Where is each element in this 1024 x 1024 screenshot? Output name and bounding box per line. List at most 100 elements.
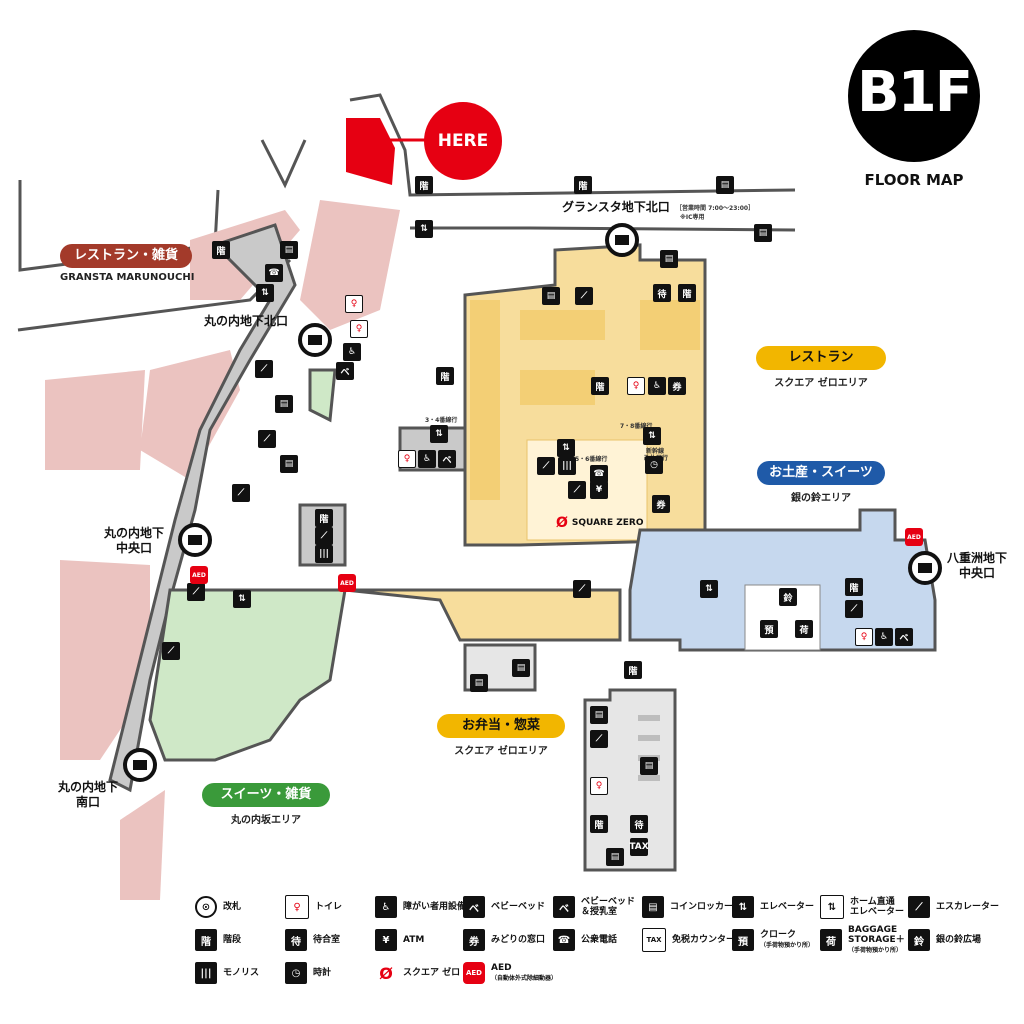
ticket-office-icon: 券: [652, 495, 670, 513]
area-sub-souvenir: 銀の鈴エリア: [791, 493, 851, 504]
baby-bed-icon: ベ: [463, 896, 485, 918]
legend-platform-elevator: ⇅ ホーム直通 エレベーター: [820, 895, 904, 919]
stairs-icon: 階: [678, 284, 696, 302]
yellow-shops: [470, 300, 700, 500]
legend-square-zero: Ø スクエア ゼロ: [375, 961, 460, 985]
stairs-icon: 階: [591, 377, 609, 395]
aed-icon: AED: [338, 574, 356, 592]
gate-label-yaesu-central-1: 八重洲地下: [947, 551, 1008, 565]
coin-locker-icon: ▤: [280, 455, 298, 473]
baby-nursing-icon: ベ: [553, 896, 575, 918]
toilet-icon: ♀: [285, 895, 309, 919]
legend-clock: ◷ 時計: [285, 961, 331, 985]
gate-label-marunouchi-north: 丸の内地下北口: [204, 314, 289, 328]
stairs-icon: 階: [436, 367, 454, 385]
toilet-icon: ♀: [398, 450, 416, 468]
elevator-icon: ⇅: [415, 220, 433, 238]
floor-map-title: FLOOR MAP: [864, 171, 964, 189]
legend-tax-free: TAX 免税カウンター: [642, 928, 735, 952]
baby-bed-icon: ベ: [336, 362, 354, 380]
monolith-icon: |||: [315, 545, 333, 563]
phone-icon: ☎: [265, 264, 283, 282]
legend-escalator: ⟋ エスカレーター: [908, 895, 999, 919]
coin-locker-icon: ▤: [606, 848, 624, 866]
elevator-icon: ⇅: [700, 580, 718, 598]
clock-icon: ◷: [645, 456, 663, 474]
escalator-icon: ⟋: [908, 896, 930, 918]
gate-label-marunouchi-south: 丸の内地下 南口: [58, 780, 118, 810]
legend-phone: ☎ 公衆電話: [553, 928, 617, 952]
tax-free-icon: TAX: [642, 928, 666, 952]
coin-locker-icon: ▤: [542, 287, 560, 305]
accessibility-icon: ♿: [648, 377, 666, 395]
platform-56-label: 5・6番線行: [575, 456, 608, 463]
coin-locker-icon: ▤: [275, 395, 293, 413]
toilet-icon: ♀: [345, 295, 363, 313]
area-sub-restaurant: スクエア ゼロエリア: [774, 378, 868, 389]
legend-ticket-office: 券 みどりの窓口: [463, 928, 545, 952]
escalator-icon: ⟋: [573, 580, 591, 598]
platform-elevator-icon: ⇅: [430, 425, 448, 443]
coin-locker-icon: ▤: [754, 224, 772, 242]
square-zero-label: Ø SQUARE ZERO: [556, 515, 644, 531]
escalator-icon: ⟋: [162, 642, 180, 660]
toilet-icon: ♀: [855, 628, 873, 646]
coin-locker-icon: ▤: [470, 674, 488, 692]
area-tag-restaurant-goods: レストラン・雑貨: [60, 244, 192, 268]
silver-bell-icon: 鈴: [908, 929, 930, 951]
area-tag-souvenir: お土産・スイーツ: [757, 461, 885, 485]
baggage-storage-icon: 荷: [795, 620, 813, 638]
phone-icon: ☎: [590, 465, 608, 483]
gate-label-yaesu-central: 八重洲地下 中央口: [947, 551, 1007, 581]
area-sub-bento: スクエア ゼロエリア: [454, 746, 548, 757]
escalator-icon: ⟋: [187, 583, 205, 601]
accessibility-icon: ♿: [375, 896, 397, 918]
atm-icon: ¥: [590, 481, 608, 499]
gate-label-marunouchi-south-1: 丸の内地下: [58, 780, 119, 794]
baggage-storage-icon: 荷: [820, 929, 842, 951]
accessibility-icon: ♿: [343, 343, 361, 361]
legend-cloak: 預 クローク （手荷物預かり所）: [732, 928, 814, 952]
granstar-hours: ［営業時間 7:00〜23:00］: [676, 205, 755, 212]
area-tag-bento: お弁当・惣菜: [437, 714, 565, 738]
area-sub-sweets-goods: 丸の内坂エリア: [231, 815, 301, 826]
stairs-icon: 階: [624, 661, 642, 679]
accessibility-icon: ♿: [875, 628, 893, 646]
escalator-icon: ⟋: [232, 484, 250, 502]
escalator-icon: ⟋: [845, 600, 863, 618]
green-area: [148, 368, 347, 762]
atm-icon: ¥: [375, 929, 397, 951]
area-sub-restaurant-goods: GRANSTA MARUNOUCHI: [60, 272, 195, 283]
gate-icon: ⊙: [195, 896, 217, 918]
toilet-icon: ♀: [350, 320, 368, 338]
granstar-ic-note: ※IC専用: [680, 214, 705, 221]
legend-aed: AED AED （自動体外式除細動器）: [463, 961, 557, 985]
square-zero-icon: Ø: [556, 515, 568, 531]
waiting-room-icon: 待: [285, 929, 307, 951]
cloak-icon: 預: [732, 929, 754, 951]
escalator-icon: ⟋: [575, 287, 593, 305]
legend-accessibility: ♿ 障がい者用設備: [375, 895, 466, 919]
current-location-block: [346, 118, 395, 185]
accessibility-icon: ♿: [418, 450, 436, 468]
floor-badge: B1F: [848, 30, 980, 162]
area-tag-restaurant: レストラン: [756, 346, 886, 370]
floor-label: B1F: [857, 60, 973, 125]
clock-icon: ◷: [285, 962, 307, 984]
monolith-icon: |||: [558, 457, 576, 475]
stairs-icon: 階: [195, 929, 217, 951]
platform-elevator-icon: ⇅: [256, 284, 274, 302]
gate-label-granstar-north: グランスタ地下北口: [562, 200, 670, 214]
legend-waiting-room: 待 待合室: [285, 928, 340, 952]
waiting-room-icon: 待: [653, 284, 671, 302]
legend-monolith: ||| モノリス: [195, 961, 259, 985]
gate-label-marunouchi-central: 丸の内地下 中央口: [104, 526, 164, 556]
coin-locker-icon: ▤: [512, 659, 530, 677]
legend-toilet: ♀ トイレ: [285, 895, 342, 919]
toilet-icon: ♀: [627, 377, 645, 395]
square-zero-plaza: [526, 439, 648, 541]
coin-locker-icon: ▤: [716, 176, 734, 194]
elevator-icon: ⇅: [732, 896, 754, 918]
stairs-icon: 階: [315, 509, 333, 527]
gate-label-marunouchi-central-1: 丸の内地下: [104, 526, 165, 540]
